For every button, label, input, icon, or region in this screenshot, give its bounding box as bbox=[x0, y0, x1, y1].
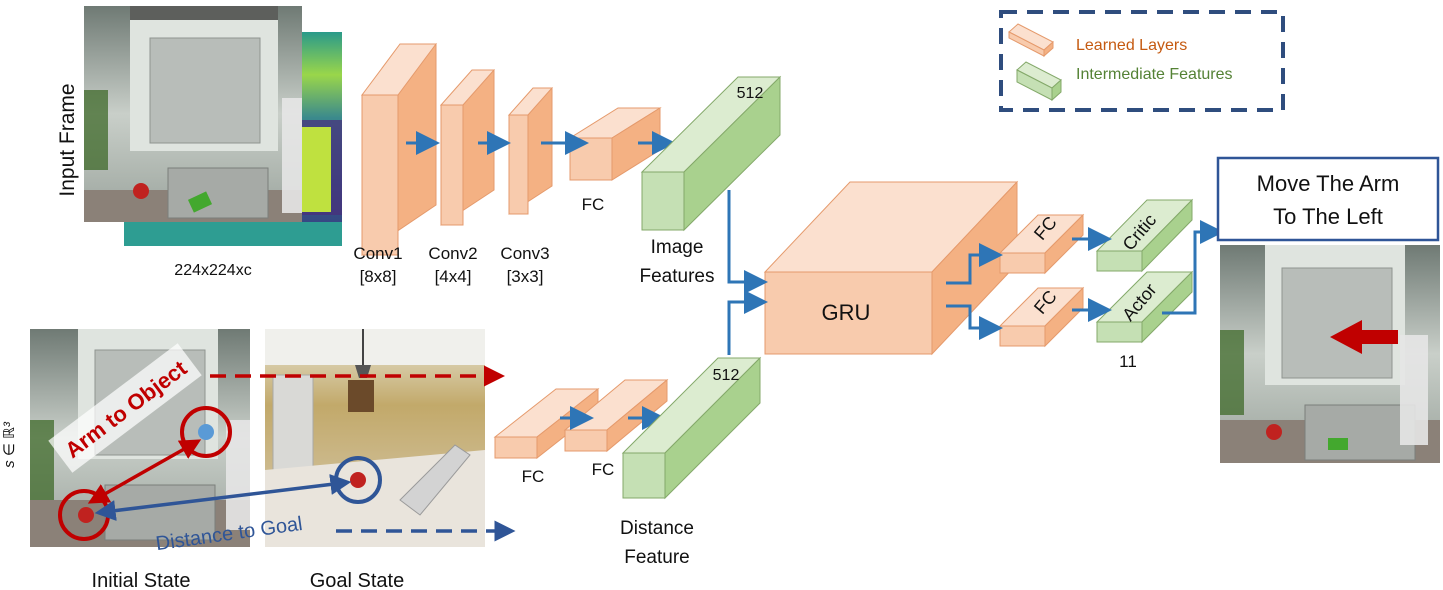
distance-fc2-label: FC bbox=[592, 460, 615, 479]
legend-learned-label: Learned Layers bbox=[1076, 37, 1187, 54]
state-space-label: s ∈ ℝ³ bbox=[1, 421, 18, 468]
arrow-gru-fc-top bbox=[946, 243, 1003, 285]
arrow-distance-feature-gru bbox=[727, 290, 768, 355]
output-action-box bbox=[1216, 156, 1440, 242]
conv2-kernel: [4x4] bbox=[435, 267, 472, 286]
distance-feature-label-line2: Feature bbox=[624, 547, 689, 568]
distance-fc1-label: FC bbox=[522, 467, 545, 486]
fc-image-label: FC bbox=[582, 195, 605, 214]
initial-state-label: Initial State bbox=[92, 570, 191, 590]
legend-features-label: Intermediate Features bbox=[1076, 66, 1233, 83]
conv2-name: Conv2 bbox=[428, 244, 477, 263]
legend: Learned Layers Intermediate Features bbox=[999, 10, 1285, 112]
critic-block bbox=[1095, 198, 1194, 273]
fc-image-block bbox=[568, 107, 662, 181]
legend-learned-swatch bbox=[1008, 23, 1054, 58]
image-features-dim: 512 bbox=[737, 85, 764, 102]
fc-top-head-block bbox=[998, 213, 1085, 275]
conv1-name: Conv1 bbox=[353, 244, 402, 263]
actor-block bbox=[1095, 270, 1194, 344]
distance-feature-block bbox=[621, 356, 762, 500]
conv2-block bbox=[439, 69, 496, 226]
conv1-block bbox=[361, 43, 437, 256]
actor-dim-label: 11 bbox=[1119, 352, 1137, 371]
output-frame-image bbox=[1220, 245, 1440, 463]
legend-feature-swatch bbox=[1016, 61, 1062, 102]
rgb-input-image bbox=[84, 6, 302, 222]
image-features-label-line1: Image bbox=[651, 237, 704, 258]
image-features-label-line2: Features bbox=[640, 266, 715, 287]
arm-circle-marker bbox=[180, 406, 232, 458]
output-action-line1: Move The Arm bbox=[1257, 171, 1400, 196]
gru-block bbox=[763, 180, 1019, 356]
input-size-label: 224x224xc bbox=[174, 262, 251, 279]
arrow-gru-fc-bottom bbox=[946, 304, 1003, 340]
legend-border bbox=[999, 10, 1285, 112]
arrow-actor-output bbox=[1162, 220, 1224, 315]
input-frame-title: Input Frame bbox=[56, 83, 79, 196]
conv1-kernel: [8x8] bbox=[360, 267, 397, 286]
conv3-block bbox=[507, 87, 554, 215]
goal-state-label: Goal State bbox=[310, 570, 405, 590]
output-action-line2: To The Left bbox=[1273, 204, 1383, 229]
arrow-image-features-gru bbox=[727, 190, 768, 294]
distance-feature-dim: 512 bbox=[713, 367, 740, 384]
distance-feature-label-line1: Distance bbox=[620, 518, 694, 539]
distance-to-goal-arrow bbox=[94, 473, 352, 522]
fc-bottom-head-block bbox=[998, 286, 1085, 348]
conv3-name: Conv3 bbox=[500, 244, 549, 263]
arm-to-object-banner bbox=[48, 343, 202, 473]
image-features-block bbox=[640, 75, 782, 232]
gru-label: GRU bbox=[822, 300, 871, 325]
left-arrow-icon bbox=[1330, 320, 1398, 354]
conv3-kernel: [3x3] bbox=[507, 267, 544, 286]
